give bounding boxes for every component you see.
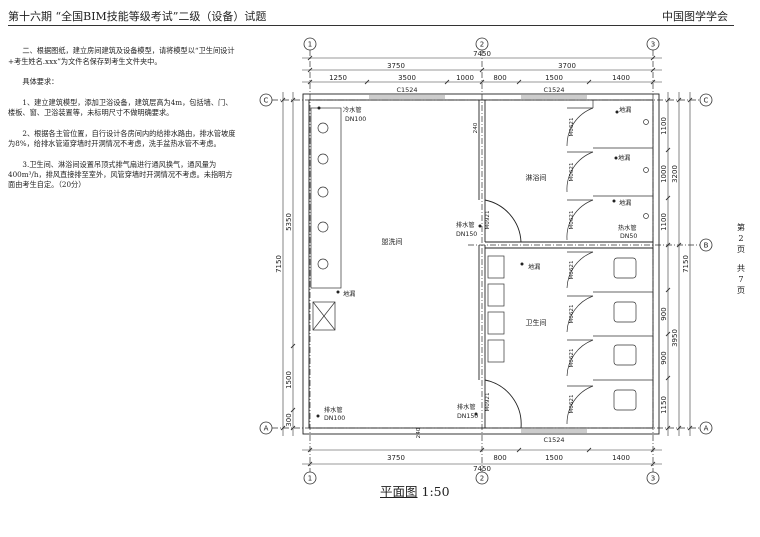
- dim-seg-1500: 1500: [545, 74, 563, 82]
- window-c1524-toilet: C1524: [543, 436, 564, 444]
- door-m0621-t3: M0621: [569, 348, 575, 368]
- axis-2-bottom: 2: [480, 475, 484, 483]
- door-m0621-t1: M0621: [569, 260, 575, 280]
- wall-240-upper: 240: [473, 122, 479, 133]
- floor-drain-washroom: 地漏: [343, 290, 355, 298]
- window-c1524-shower: C1524: [543, 86, 564, 94]
- dim-bot-1400: 1400: [612, 454, 630, 462]
- dim-top-left: 3750: [387, 62, 405, 70]
- plan-title: 平面图 1:50: [380, 481, 450, 500]
- axis-a-right: A: [704, 425, 709, 433]
- wall-240-lower: 240: [416, 427, 422, 438]
- dim-right-3200: 3200: [671, 165, 679, 183]
- plan-title-scale: 1:50: [421, 484, 450, 499]
- door-m0921-toilet: M0921: [485, 392, 491, 412]
- floor-drain-shower-3: 地漏: [619, 199, 631, 207]
- axis-a-left: A: [264, 425, 269, 433]
- door-m0621-s1: M0621: [569, 117, 575, 137]
- drain-pipe-label-1: 排水管: [456, 221, 475, 229]
- page-label-gong: 共: [736, 263, 746, 273]
- shower-stalls: [566, 100, 653, 241]
- dim-seg-1400: 1400: [612, 74, 630, 82]
- dim-right-7150: 7150: [682, 255, 690, 273]
- toilet-stalls: [487, 251, 653, 425]
- dim-right-1100a: 1100: [660, 117, 668, 135]
- header-organization: 中国图学学会: [662, 10, 728, 23]
- floor-drain-shower-2: 地漏: [618, 154, 630, 162]
- dim-left-1500: 1500: [285, 371, 293, 389]
- axis-3-bottom: 3: [651, 475, 655, 483]
- dim-seg-1000: 1000: [456, 74, 474, 82]
- task-description: 二、根据图纸，建立房间建筑及设备模型，请将模型以“卫生间设计+考生姓名.xxx”…: [8, 36, 238, 201]
- page-number: 2: [738, 233, 744, 243]
- dim-right-1100b: 1100: [660, 213, 668, 231]
- dim-right-900b: 900: [660, 351, 668, 364]
- dim-right-1150: 1150: [660, 396, 668, 414]
- axis-c-left: C: [264, 97, 269, 105]
- door-m0621-s2: M0621: [569, 162, 575, 182]
- axis-1-top: 1: [308, 41, 312, 49]
- door-m0921-shower: M0921: [485, 210, 491, 230]
- dim-left-7150: 7150: [275, 255, 283, 273]
- axis-1-bottom: 1: [308, 475, 312, 483]
- desc-paragraph-2: 2、根据各主管位置，自行设计各房间内的给排水路由，排水管坡度为8%，给排水管道穿…: [8, 128, 236, 148]
- drain-pipe-dn-3: DN150: [457, 413, 478, 420]
- dim-top-right: 3700: [558, 62, 576, 70]
- desc-paragraph-3: 3.卫生间、淋浴间设置吊顶式排气扇进行通风换气，通风量为400m³/h，排风直接…: [8, 159, 233, 190]
- dim-seg-3500: 3500: [398, 74, 416, 82]
- dim-bot-3750: 3750: [387, 454, 405, 462]
- page-label-di: 第: [736, 222, 746, 232]
- dim-bot-800: 800: [493, 454, 506, 462]
- desc-paragraph-intro: 二、根据图纸，建立房间建筑及设备模型，请将模型以“卫生间设计+考生姓名.xxx”…: [8, 46, 235, 66]
- axis-c-right: C: [704, 97, 709, 105]
- door-m0621-s3: M0621: [569, 210, 575, 230]
- drain-pipe-dn-2: DN100: [324, 415, 345, 422]
- page-label-ye: 页: [736, 244, 746, 254]
- page-label-ye2: 页: [736, 285, 746, 295]
- dim-left-300: 300: [285, 413, 293, 426]
- room-shower: 淋浴间: [526, 173, 547, 182]
- header-title: 第十六期 “全国BIM技能等级考试”二级（设备）试题: [8, 10, 267, 23]
- header-rule: [8, 25, 734, 26]
- drain-pipe-label-2: 排水管: [324, 406, 343, 414]
- axis-3-top: 3: [651, 41, 655, 49]
- dim-right-3950: 3950: [671, 329, 679, 347]
- page-total: 7: [738, 274, 744, 284]
- plan-title-name: 平面图: [380, 484, 418, 499]
- door-m0621-t4: M0621: [569, 394, 575, 414]
- drain-pipe-dn-1: DN150: [456, 231, 477, 238]
- dim-right-900a: 900: [660, 307, 668, 320]
- cold-pipe-dn: DN100: [345, 116, 366, 123]
- desc-paragraph-req: 具体要求：: [22, 77, 59, 87]
- hot-pipe-dn: DN50: [620, 233, 637, 240]
- cold-pipe-label: 冷水管: [343, 106, 362, 114]
- page-indicator: 第 2 页 共 7 页: [734, 222, 748, 296]
- dim-total-top: 7450: [473, 50, 491, 58]
- door-m0621-t2: M0621: [569, 304, 575, 324]
- dim-seg-800: 800: [493, 74, 506, 82]
- room-washroom: 盥洗间: [382, 237, 403, 246]
- window-c1524-washroom: C1524: [396, 86, 417, 94]
- dim-left-5350: 5350: [285, 213, 293, 231]
- dim-bot-1500: 1500: [545, 454, 563, 462]
- wash-basins: [310, 107, 342, 331]
- desc-paragraph-1: 1、建立建筑模型，添加卫浴设备，建筑层高为4m，包括墙、门、楼板、窗、卫浴装置等…: [8, 97, 233, 118]
- floor-drain-shower-1: 地漏: [619, 106, 631, 114]
- dim-seg-1250: 1250: [329, 74, 347, 82]
- hot-pipe-label: 热水管: [618, 224, 637, 232]
- axis-2-top: 2: [480, 41, 484, 49]
- drain-pipe-label-3: 排水管: [457, 403, 476, 411]
- dim-right-1000: 1000: [660, 165, 668, 183]
- floor-drain-toilet: 地漏: [528, 263, 540, 271]
- room-toilet: 卫生间: [526, 318, 547, 327]
- axis-b-right: B: [704, 242, 709, 250]
- dim-total-bottom: 7450: [473, 465, 491, 473]
